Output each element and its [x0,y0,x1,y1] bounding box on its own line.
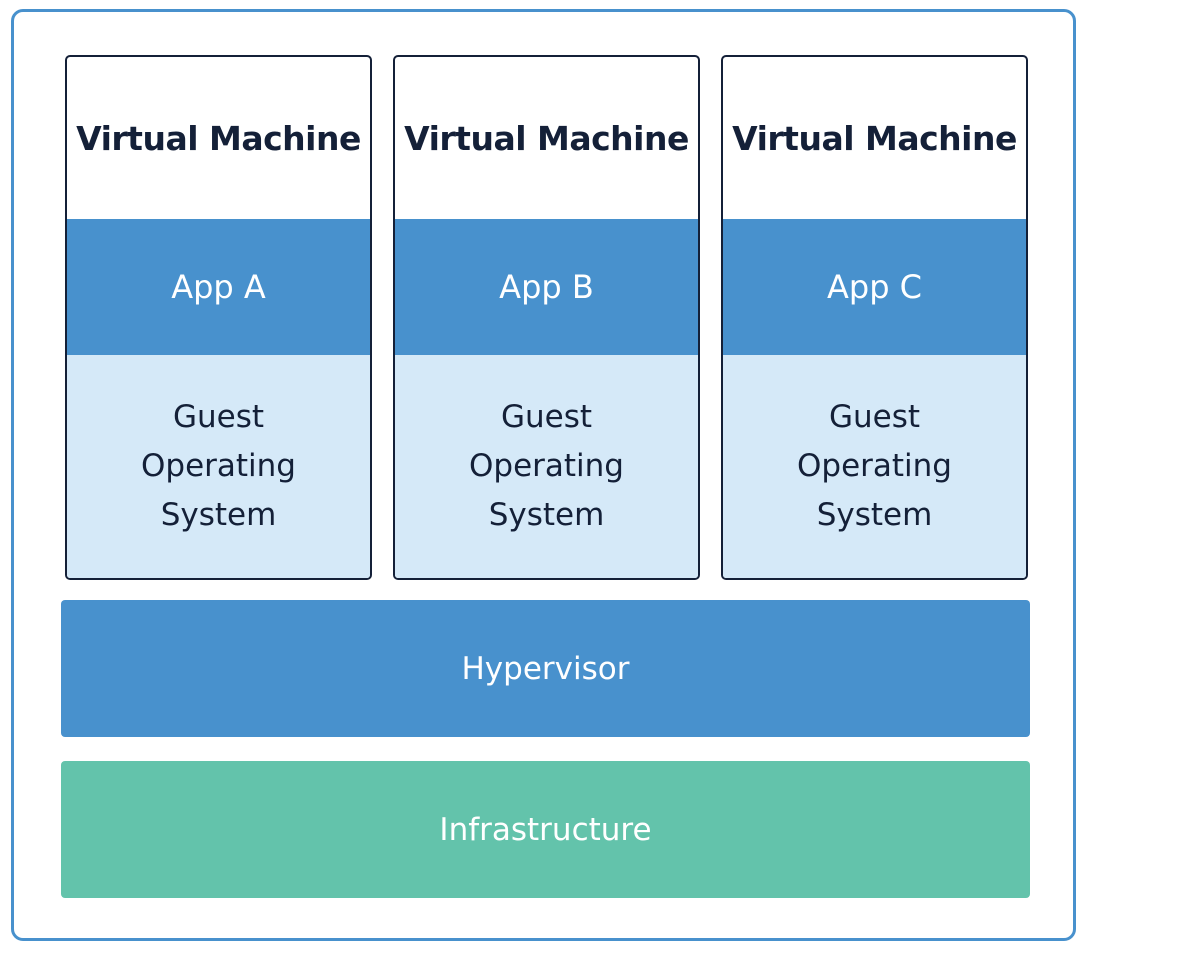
guest-os-label: Guest Operating System [469,399,624,533]
hypervisor-label: Hypervisor [461,650,630,687]
app-label: App B [499,268,594,306]
infrastructure-layer: Infrastructure [61,761,1030,898]
app-b-block: App B [395,219,698,355]
vm-title: Virtual Machine [76,118,361,158]
guest-os-block: Guest Operating System [723,355,1026,578]
guest-os-label: Guest Operating System [141,399,296,533]
app-label: App A [171,268,266,306]
hypervisor-layer: Hypervisor [61,600,1030,737]
guest-os-block: Guest Operating System [67,355,370,578]
infrastructure-label: Infrastructure [439,811,652,848]
app-a-block: App A [67,219,370,355]
virtual-machine-c: Virtual Machine App C Guest Operating Sy… [721,55,1028,580]
vm-title: Virtual Machine [404,118,689,158]
guest-os-label: Guest Operating System [797,399,952,533]
virtual-machine-b: Virtual Machine App B Guest Operating Sy… [393,55,700,580]
virtual-machine-a: Virtual Machine App A Guest Operating Sy… [65,55,372,580]
vm-title: Virtual Machine [732,118,1017,158]
app-c-block: App C [723,219,1026,355]
guest-os-block: Guest Operating System [395,355,698,578]
app-label: App C [826,268,923,306]
